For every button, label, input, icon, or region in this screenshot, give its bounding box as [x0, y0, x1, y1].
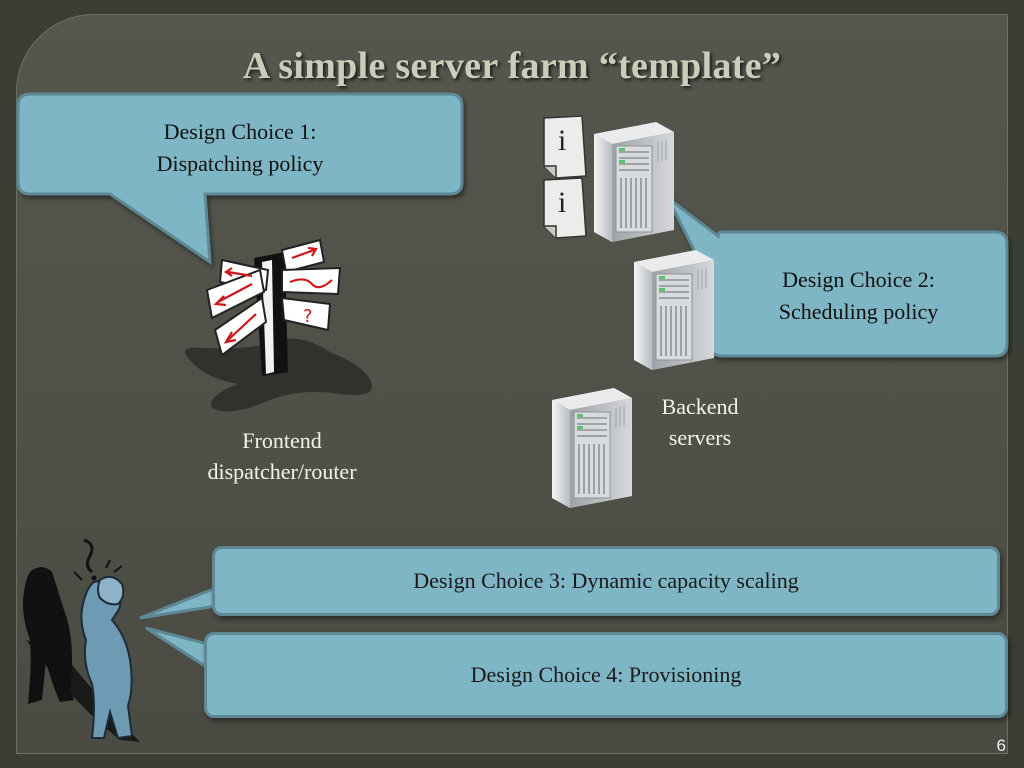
callout-4-box: Design Choice 4: Provisioning — [204, 632, 1008, 718]
document-info-icon — [543, 115, 587, 239]
svg-text:i: i — [558, 186, 566, 219]
backend-label-line1: Backend — [661, 394, 739, 419]
callout-2-line1: Design Choice 2: — [782, 267, 935, 292]
callout-1-line1: Design Choice 1: — [163, 119, 317, 144]
callout-1-text: Design Choice 1: Dispatching policy — [18, 116, 462, 180]
backend-label: Backend servers — [630, 391, 770, 453]
server-icon — [633, 249, 715, 371]
backend-label-line2: servers — [668, 425, 732, 450]
callout-1-line2: Dispatching policy — [156, 151, 324, 176]
frontend-label: Frontend dispatcher/router — [160, 425, 404, 487]
callout-4-pointer — [145, 626, 210, 671]
svg-text:i: i — [558, 124, 566, 157]
callout-2-text: Design Choice 2: Scheduling policy — [710, 264, 1007, 328]
frontend-label-line1: Frontend — [242, 428, 322, 453]
signpost-icon: ? — [185, 238, 372, 412]
svg-text:?: ? — [303, 306, 313, 327]
callout-4-text: Design Choice 4: Provisioning — [470, 662, 742, 687]
callout-2-shape — [666, 196, 1009, 358]
callout-1-shape — [16, 92, 464, 265]
slide-title: A simple server farm “template” — [242, 45, 782, 87]
callout-3-box: Design Choice 3: Dynamic capacity scalin… — [212, 546, 1000, 616]
callout-2-line2: Scheduling policy — [778, 299, 939, 324]
confused-person-icon — [22, 538, 140, 742]
callout-3-text: Design Choice 3: Dynamic capacity scalin… — [413, 568, 799, 593]
server-icon — [593, 121, 675, 243]
server-icon — [551, 387, 633, 509]
frontend-label-line2: dispatcher/router — [207, 459, 357, 484]
callout-3-pointer — [139, 585, 218, 620]
page-number: 6 — [996, 736, 1006, 755]
